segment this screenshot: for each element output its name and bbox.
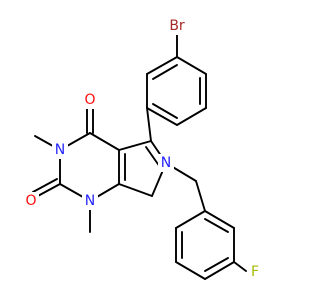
bond: [89, 132, 120, 151]
atom-f: F: [248, 263, 262, 281]
bond: [176, 56, 207, 75]
bond: [204, 218, 229, 233]
atom-label: O: [84, 92, 95, 108]
bond: [146, 107, 152, 142]
atom-label: N: [85, 193, 95, 209]
molecule-diagram: Br O N O N N F: [23, 17, 262, 281]
bond: [152, 103, 178, 119]
bond: [195, 180, 206, 212]
bond: [118, 183, 153, 197]
bond: [175, 210, 206, 229]
atom-layer: Br O N O N N F: [23, 17, 262, 281]
bond: [175, 261, 206, 280]
atom-o-c2: O: [23, 192, 39, 210]
bond-layer: [32, 33, 247, 280]
structure-canvas: Br O N O N N F: [23, 17, 262, 281]
bond: [32, 178, 58, 193]
bond: [204, 257, 229, 272]
atom-label: F: [251, 264, 259, 280]
bond: [118, 140, 152, 151]
atom-n1: N: [82, 192, 98, 210]
bond: [146, 107, 178, 126]
atom-label: O: [25, 193, 36, 209]
atom-br: Br: [164, 17, 190, 35]
atom-o-c4: O: [82, 91, 98, 109]
atom-n6: N: [158, 154, 174, 172]
bond: [176, 107, 207, 126]
atom-label: N: [161, 155, 171, 171]
bond: [35, 183, 61, 198]
bond: [204, 210, 235, 229]
bond: [146, 56, 178, 75]
bond: [145, 146, 161, 168]
atom-label: N: [55, 142, 65, 158]
atom-label: Br: [169, 18, 185, 34]
bond: [233, 261, 247, 272]
bond: [204, 261, 235, 280]
atom-n3: N: [52, 141, 68, 159]
bond: [152, 64, 178, 80]
